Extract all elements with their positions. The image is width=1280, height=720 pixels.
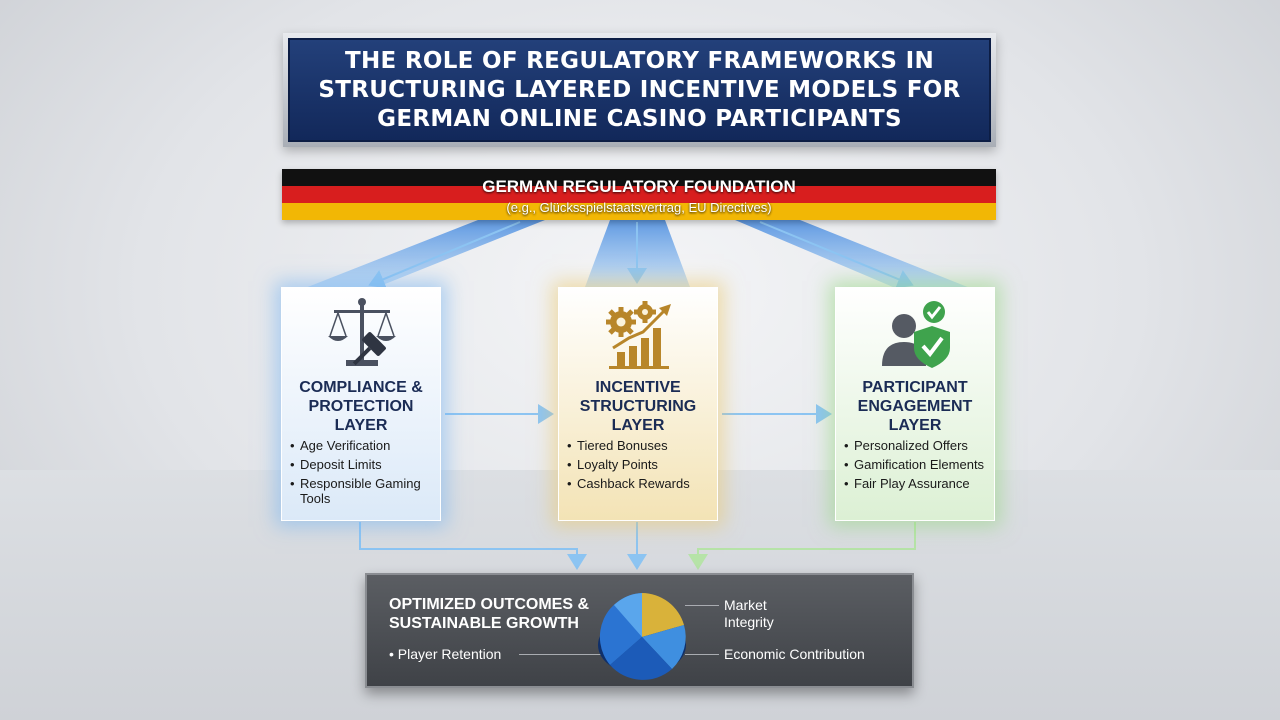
list-item: Tiered Bonuses — [567, 438, 715, 453]
scales-of-justice-gavel-icon — [328, 298, 396, 366]
flag-stripe-red — [282, 186, 996, 203]
flag-stripe-gold — [282, 203, 996, 220]
engagement-layer-list: Personalized Offers Gamification Element… — [844, 438, 992, 495]
page-title: THE ROLE OF REGULATORY FRAMEWORKS IN STR… — [318, 47, 961, 132]
user-shield-check-icon — [882, 301, 950, 368]
list-item: Fair Play Assurance — [844, 476, 992, 491]
foundation-title: GERMAN REGULATORY FOUNDATION — [482, 177, 796, 196]
arrow-compliance-to-outcome — [359, 522, 587, 570]
retention-label: Player Retention — [389, 646, 502, 663]
engagement-layer-card: PARTICIPANT ENGAGEMENT LAYER Personalize… — [835, 287, 995, 521]
flag-stripe-black — [282, 169, 996, 186]
foundation-subtitle: (e.g., Glücksspielstaatsvertrag, EU Dire… — [506, 200, 772, 215]
arrow-to-compliance — [368, 221, 521, 289]
outcome-panel: OPTIMIZED OUTCOMES & SUSTAINABLE GROWTH … — [365, 573, 914, 688]
leader-line-market — [685, 605, 719, 606]
title-frame: THE ROLE OF REGULATORY FRAMEWORKS IN STR… — [283, 33, 996, 147]
leader-line-retention — [519, 654, 614, 655]
compliance-layer-card: COMPLIANCE & PROTECTION LAYER Age Verifi… — [281, 287, 441, 521]
title-box: THE ROLE OF REGULATORY FRAMEWORKS IN STR… — [288, 38, 991, 142]
beam-right — [735, 220, 975, 290]
regulatory-foundation-banner: GERMAN REGULATORY FOUNDATION (e.g., Glüc… — [282, 169, 996, 220]
list-item: Responsible Gaming Tools — [290, 476, 438, 506]
list-item: Cashback Rewards — [567, 476, 715, 491]
incentive-layer-title: INCENTIVE STRUCTURING LAYER — [579, 379, 697, 434]
arrow-engagement-to-outcome — [688, 522, 916, 570]
list-item: Deposit Limits — [290, 457, 438, 472]
market-integrity-label: Market Integrity — [724, 597, 774, 630]
gears-growth-chart-icon — [606, 301, 671, 369]
compliance-layer-list: Age Verification Deposit Limits Responsi… — [290, 438, 438, 510]
compliance-layer-title: COMPLIANCE & PROTECTION LAYER — [299, 379, 423, 434]
outcome-title: OPTIMIZED OUTCOMES & SUSTAINABLE GROWTH — [389, 596, 589, 632]
beam-left — [300, 220, 545, 290]
list-item: Gamification Elements — [844, 457, 992, 472]
incentive-layer-list: Tiered Bonuses Loyalty Points Cashback R… — [567, 438, 715, 495]
engagement-layer-title: PARTICIPANT ENGAGEMENT LAYER — [857, 379, 973, 434]
list-item: Personalized Offers — [844, 438, 992, 453]
list-item: Age Verification — [290, 438, 438, 453]
incentive-layer-card: INCENTIVE STRUCTURING LAYER Tiered Bonus… — [558, 287, 718, 521]
arrow-to-engagement — [759, 221, 914, 289]
economic-contribution-label: Economic Contribution — [724, 646, 865, 662]
pie-chart-icon — [598, 593, 686, 680]
list-item: Loyalty Points — [567, 457, 715, 472]
leader-line-economic — [685, 654, 719, 655]
